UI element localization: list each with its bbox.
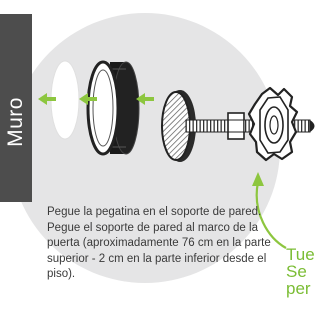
mount-plate: [161, 90, 196, 162]
wall-strip: Muro: [0, 14, 32, 202]
hand-knob: [247, 86, 299, 162]
callout-arrow: [252, 172, 287, 249]
arrow-to-wall: [38, 93, 56, 105]
background-circle: [10, 13, 280, 283]
side-note-text: Tue Se per: [286, 245, 315, 298]
arrow-to-sticker: [79, 93, 97, 105]
arrow-to-mount: [136, 93, 154, 105]
wall-mount-cylinder: [86, 60, 140, 156]
instruction-text: Pegue la pegatina en el soporte de pared…: [47, 206, 271, 280]
